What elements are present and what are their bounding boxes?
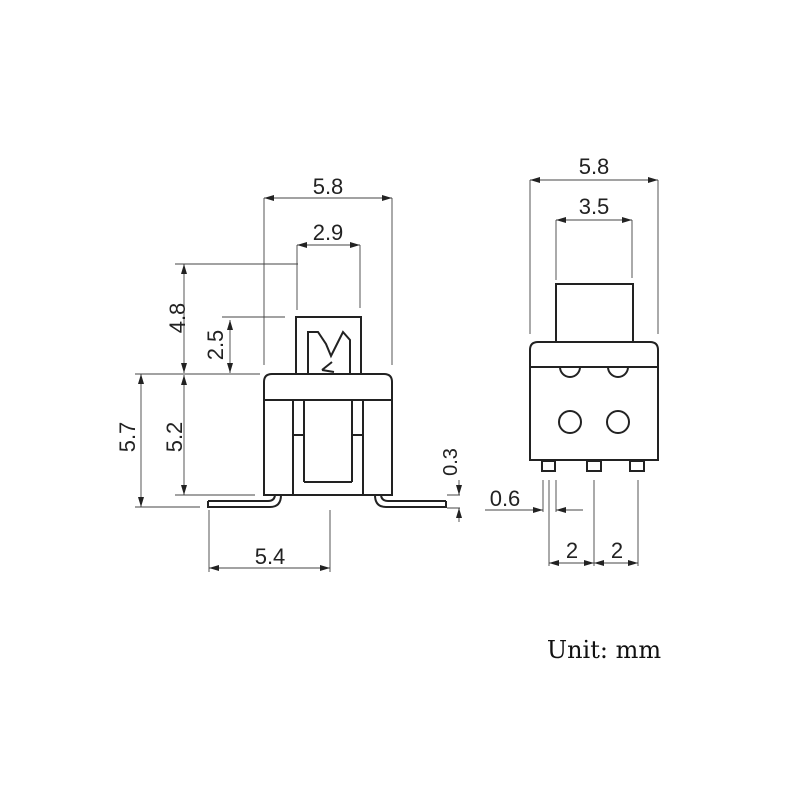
front-pin-width-label: 0.6: [490, 486, 521, 511]
side-actuator-total-height-label: 4.8: [165, 303, 190, 334]
side-dimension-lines: [135, 195, 462, 572]
side-overall-height-label: 5.7: [115, 422, 140, 453]
side-actuator-width-label: 2.9: [313, 220, 344, 245]
front-actuator-width-label: 3.5: [579, 194, 610, 219]
side-body: [207, 316, 447, 508]
front-body: [529, 283, 659, 472]
front-pitch-2-label: 2: [611, 538, 623, 563]
unit-label: Unit: mm: [547, 636, 661, 664]
side-lead-thickness-label: 0.3: [440, 448, 462, 476]
front-width-label: 5.8: [579, 154, 610, 179]
front-view: 5.8 3.5 0.6 2 2: [485, 154, 659, 566]
side-width-label: 5.8: [313, 174, 344, 199]
side-body-height-label: 5.2: [162, 422, 187, 453]
side-actuator-height-label: 2.5: [203, 330, 228, 361]
front-pitch-1-label: 2: [566, 538, 578, 563]
front-dimension-lines: [485, 177, 659, 566]
side-view: 5.8 2.9 4.8 2.5 5.7 5.2 0.3 5.4: [115, 174, 462, 572]
side-lead-span-label: 5.4: [255, 544, 286, 569]
